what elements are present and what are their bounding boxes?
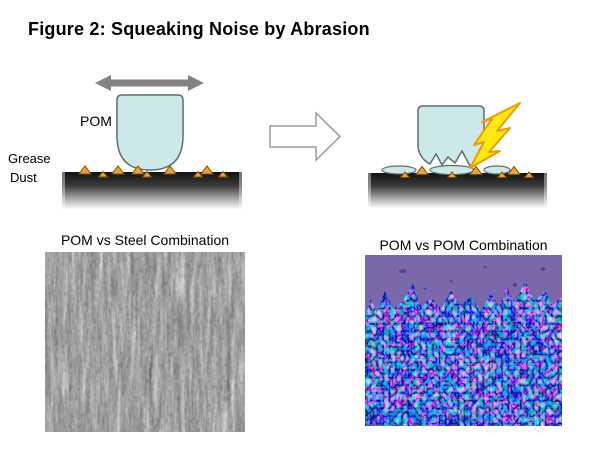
dust-particle	[78, 165, 92, 175]
dust-particles-left	[78, 165, 229, 178]
dust-particle	[200, 165, 214, 175]
dust-particle	[399, 171, 411, 178]
abraded-texture-region	[365, 281, 562, 426]
dust-particle	[507, 165, 521, 175]
dust-particle	[217, 170, 229, 178]
wear-debris	[381, 164, 511, 176]
grease-label: Grease	[8, 151, 51, 166]
dust-particle	[163, 165, 177, 175]
surface-bar-right-edge-r	[544, 173, 547, 208]
steel-micrograph-caption: POM vs Steel Combination	[60, 232, 230, 248]
dust-particle	[496, 171, 508, 178]
transition-arrow-icon	[269, 111, 342, 162]
steel-micrograph-image	[45, 252, 245, 432]
squeak-lightning-icon	[469, 102, 521, 169]
pom-label: POM	[80, 113, 112, 129]
dust-label: Dust	[10, 170, 37, 185]
figure-title: Figure 2: Squeaking Noise by Abrasion	[28, 19, 370, 39]
dust-particle	[446, 171, 458, 178]
surface-bar-left-edge	[62, 172, 65, 209]
surface-bar-right-edge-l	[368, 173, 371, 208]
dust-particle	[415, 165, 429, 175]
dust-particle	[523, 171, 535, 178]
slide-arrow-icon	[95, 75, 204, 91]
dust-particles-right	[399, 165, 535, 178]
dust-particle	[131, 165, 145, 175]
dust-particle	[111, 165, 125, 175]
pom-block-intact	[116, 94, 184, 171]
pom-micrograph-caption: POM vs POM Combination	[379, 237, 548, 253]
surface-bar-right-edge	[239, 172, 242, 209]
micrograph-specks	[399, 265, 545, 291]
dust-particle	[192, 170, 204, 178]
debris-chip	[483, 165, 511, 175]
pom-block-worn	[417, 105, 485, 168]
dust-particle	[141, 170, 153, 178]
surface-bar-right	[368, 173, 547, 208]
dust-particle	[469, 165, 483, 175]
abrasion-schematic	[62, 75, 547, 209]
debris-chip	[381, 165, 417, 175]
pom-micrograph-image	[365, 255, 562, 426]
surface-bar-left	[62, 172, 242, 209]
sem-grain	[45, 252, 245, 432]
dust-particle	[97, 170, 109, 178]
